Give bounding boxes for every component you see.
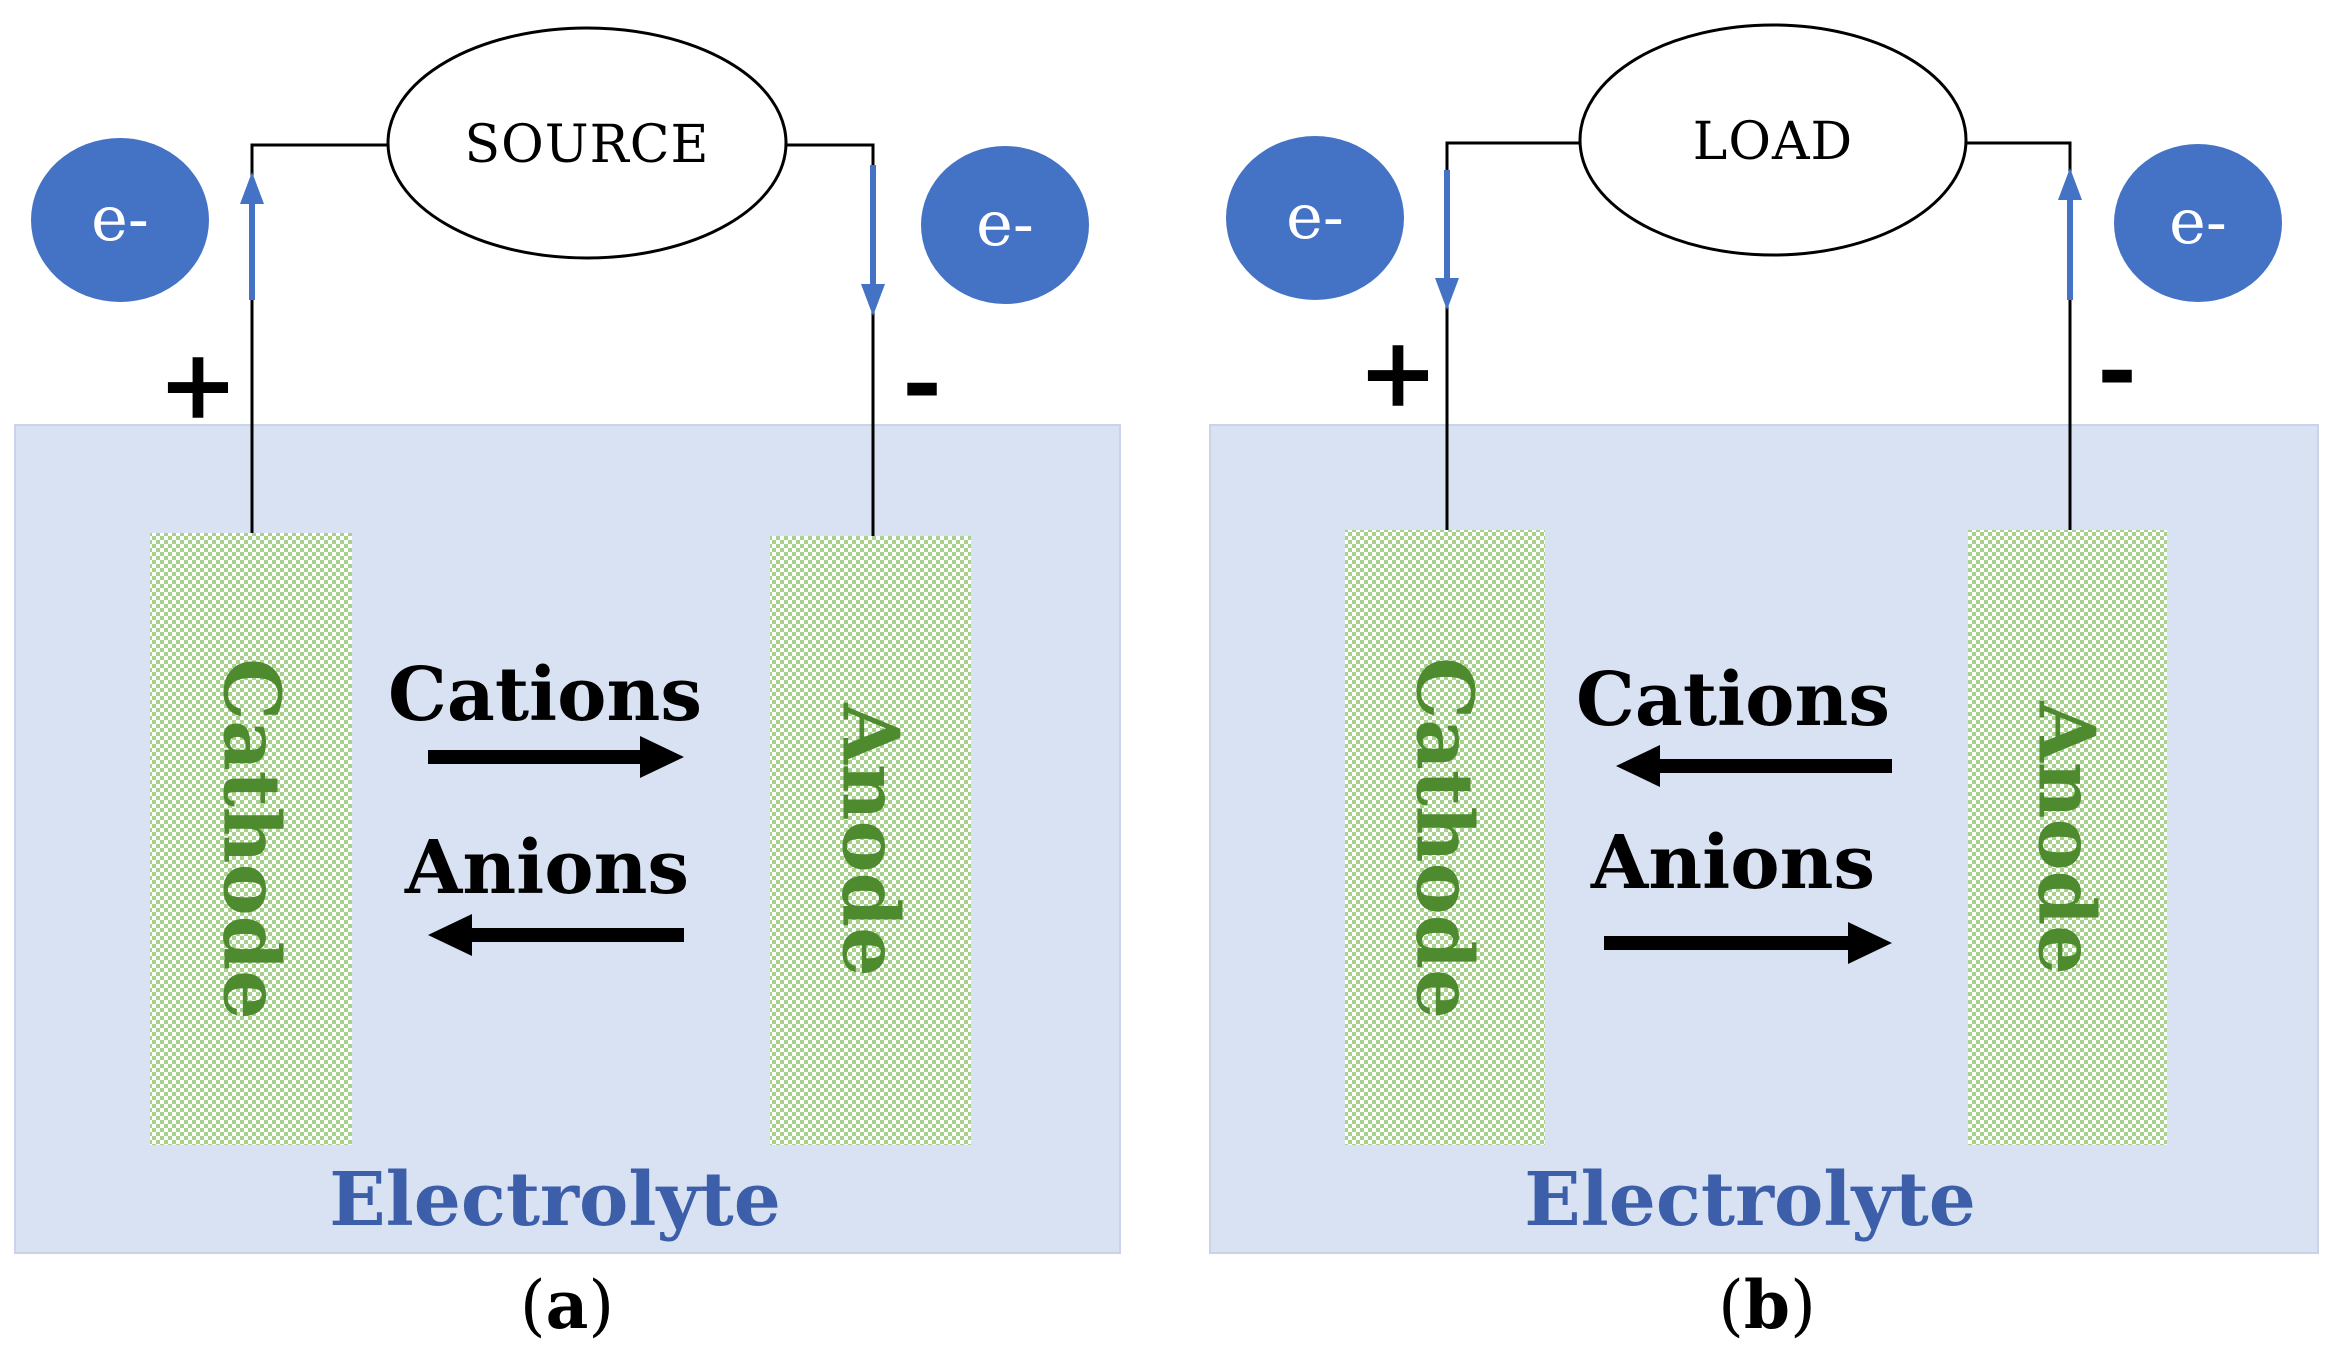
source-ellipse [386, 26, 788, 260]
plus-sign-b: + [1358, 316, 1438, 429]
caption-a: (a) [520, 1266, 614, 1344]
cations-arrow-right-a [428, 736, 684, 778]
anions-arrow-right-b [1604, 922, 1892, 964]
electron-flow-down-arrow-b [1435, 170, 1459, 310]
panel-a: SOURCE e- e- + - Cathode Anode Cations A… [14, 26, 1121, 1344]
electron-right-a-label: e- [976, 187, 1034, 260]
anions-label-a: Anions [404, 825, 689, 911]
cations-label-a: Cations [388, 652, 702, 738]
cations-label-b: Cations [1576, 657, 1890, 743]
electrolyte-label-b: Electrolyte [1524, 1157, 1976, 1243]
cathode-label-a: Cathode [206, 658, 297, 1020]
electrolyte-label-a: Electrolyte [329, 1157, 781, 1243]
anode-electrode-a [770, 536, 971, 1145]
plus-sign-a: + [158, 328, 238, 441]
anode-electrode-b [1968, 530, 2167, 1145]
electron-right-a [921, 146, 1089, 304]
cations-arrow-left-b [1616, 745, 1892, 787]
electron-flow-up-arrow-b [2058, 168, 2082, 300]
anions-label-b: Anions [1590, 820, 1875, 906]
electron-flow-down-arrow-a [861, 165, 885, 316]
minus-sign-a: - [902, 325, 942, 438]
electron-left-b-label: e- [1286, 180, 1344, 253]
electron-left-a-label: e- [91, 182, 149, 255]
load-ellipse [1578, 23, 1968, 257]
electron-flow-up-arrow-a [240, 172, 264, 300]
source-label: SOURCE [465, 115, 710, 175]
anode-label-b: Anode [2021, 700, 2112, 974]
cathode-electrode-a [150, 533, 352, 1145]
electron-right-b-label: e- [2169, 185, 2227, 258]
panel-b: LOAD e- e- + - Cathode Anode Cations Ani… [1209, 23, 2319, 1344]
wire-right-b [1966, 141, 2072, 536]
electron-left-b [1226, 136, 1404, 300]
electron-right-b [2114, 144, 2282, 302]
wire-right-a [785, 143, 875, 536]
cathode-electrode-b [1345, 530, 1545, 1145]
anode-label-a: Anode [825, 702, 916, 976]
electron-left-a [31, 138, 209, 302]
wire-left-a [250, 143, 388, 533]
cathode-label-b: Cathode [1399, 657, 1490, 1019]
load-label: LOAD [1693, 112, 1853, 172]
anions-arrow-left-a [428, 914, 684, 956]
wire-left-b [1445, 141, 1581, 530]
caption-b: (b) [1718, 1266, 1816, 1344]
minus-sign-b: - [2097, 312, 2137, 425]
